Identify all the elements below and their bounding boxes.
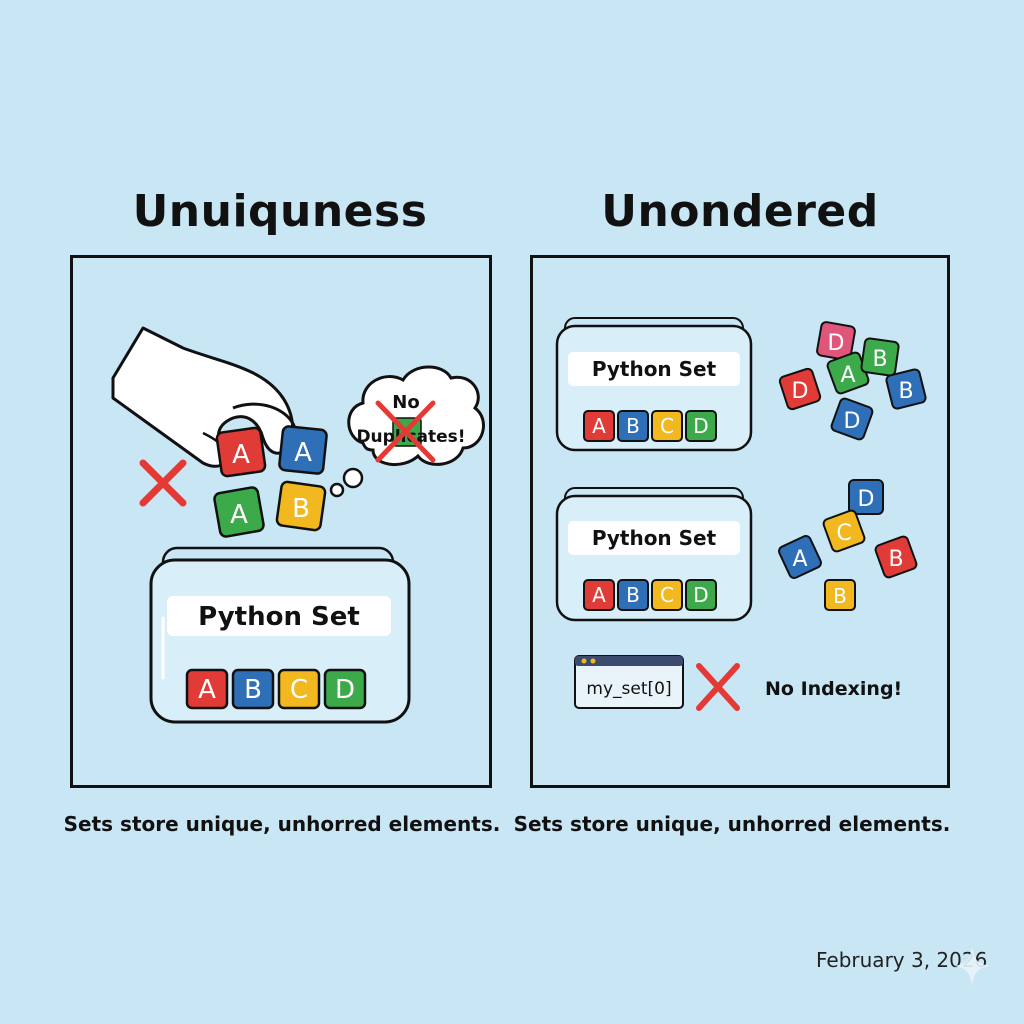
svg-text:C: C [290, 675, 308, 705]
scatter-block: A [826, 351, 870, 395]
code-text: my_set[0] [586, 679, 671, 699]
no-indexing-text: No Indexing! [765, 678, 902, 700]
sparkle-icon [954, 946, 990, 986]
svg-text:D: D [693, 583, 708, 607]
set-item-b: B [617, 410, 649, 442]
python-set-container-2: Python Set A B C D [555, 487, 753, 622]
scatter-block: D [778, 367, 822, 411]
scatter-block: C [822, 509, 866, 553]
falling-block-label: B [292, 494, 310, 524]
set-label: Python Set [198, 602, 360, 632]
set-item-d: D [685, 410, 717, 442]
scatter-block: D [816, 321, 856, 361]
scatter-block: D [848, 479, 884, 515]
svg-text:A: A [840, 363, 855, 388]
unordered-caption: Sets store unique, unhorred elements. [513, 812, 951, 836]
svg-text:A: A [198, 675, 216, 705]
scatter-block: A [778, 535, 822, 579]
svg-text:B: B [833, 584, 847, 608]
svg-text:B: B [626, 414, 640, 438]
falling-block-a3: A [213, 486, 265, 538]
falling-block-a2: A [278, 425, 328, 475]
no-duplicates-cross-icon [375, 400, 436, 463]
set-item-a: A [583, 579, 615, 611]
python-set-container: Python Set A B C D [149, 546, 411, 724]
set-item-d: D [685, 579, 717, 611]
reject-cross-icon [139, 459, 187, 507]
unordered-title: Unondered [601, 186, 879, 237]
uniqueness-panel: A A A B No Duplicates! [70, 255, 492, 788]
scatter-block: B [860, 337, 900, 377]
date-label: February 3, 2026 [816, 948, 988, 972]
falling-block-label: A [230, 500, 248, 530]
svg-text:B: B [898, 379, 913, 404]
set-item-a: A [185, 668, 229, 710]
svg-text:A: A [792, 547, 807, 572]
falling-block-label: A [232, 440, 250, 470]
scattered-blocks-1: D D A B B D [778, 321, 927, 441]
svg-text:C: C [660, 583, 674, 607]
code-window: my_set[0] [574, 655, 684, 709]
svg-text:D: D [828, 331, 845, 356]
svg-text:B: B [626, 583, 640, 607]
svg-text:B: B [244, 675, 262, 705]
set-label: Python Set [592, 526, 717, 550]
svg-text:D: D [335, 675, 355, 705]
svg-text:C: C [836, 521, 851, 546]
svg-text:A: A [592, 583, 606, 607]
unordered-panel: Python Set A B C D D D A B B D Python Se… [530, 255, 950, 788]
svg-text:D: D [792, 379, 809, 404]
svg-text:B: B [872, 347, 887, 372]
svg-text:D: D [858, 487, 875, 512]
svg-text:A: A [592, 414, 606, 438]
svg-text:C: C [660, 414, 674, 438]
svg-text:D: D [693, 414, 708, 438]
svg-text:D: D [844, 409, 861, 434]
set-label: Python Set [592, 357, 717, 381]
set-item-a: A [583, 410, 615, 442]
set-item-d: D [323, 668, 367, 710]
set-item-c: C [277, 668, 321, 710]
hand-icon [111, 326, 297, 468]
set-item-b: B [617, 579, 649, 611]
scattered-blocks-2: D A C B B [778, 479, 918, 611]
unordered-illustration: Python Set A B C D D D A B B D Python Se… [555, 317, 927, 711]
falling-block-a1: A [215, 426, 267, 478]
scatter-block: D [830, 397, 874, 441]
scatter-block: B [824, 579, 856, 611]
set-item-c: C [651, 410, 683, 442]
scatter-block: B [874, 535, 918, 579]
svg-text:B: B [888, 547, 903, 572]
falling-block-b: B [275, 480, 327, 532]
set-item-c: C [651, 579, 683, 611]
uniqueness-caption: Sets store unique, unhorred elements. [63, 812, 501, 836]
thought-text-line1: No [392, 392, 419, 413]
uniqueness-illustration: A A A B No Duplicates! [111, 326, 485, 724]
thought-bubble: No Duplicates! [329, 365, 485, 498]
uniqueness-title: Unuiquness [132, 186, 428, 237]
no-indexing-cross-icon [696, 663, 740, 711]
scatter-block: B [885, 368, 927, 410]
set-item-b: B [231, 668, 275, 710]
falling-block-label: A [294, 438, 312, 468]
python-set-container-1: Python Set A B C D [555, 317, 753, 452]
